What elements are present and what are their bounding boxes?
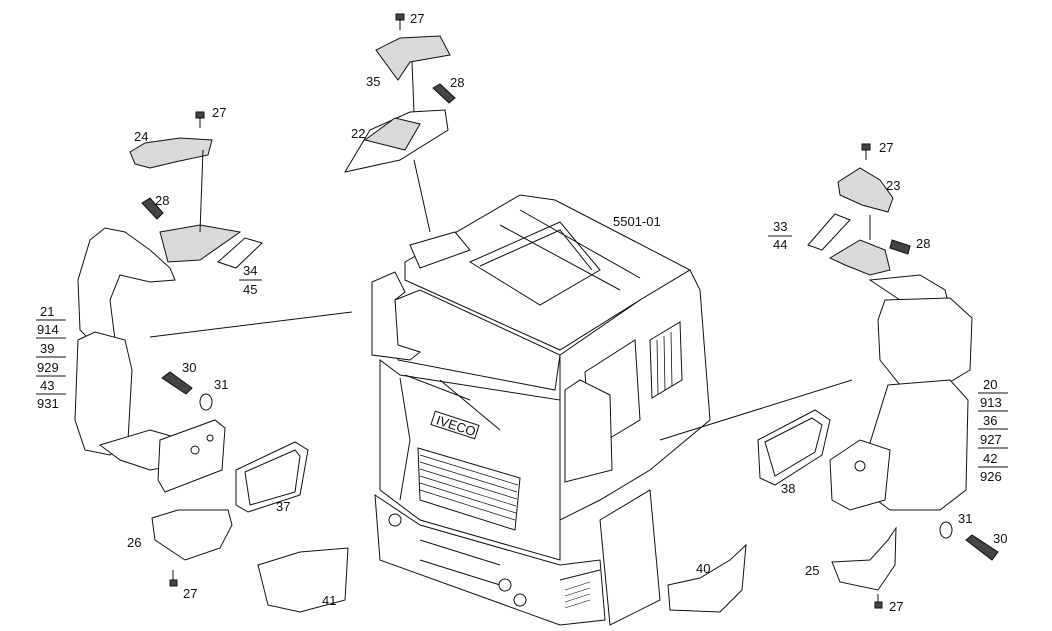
callout-28: 28 (916, 236, 930, 251)
callout-37: 37 (276, 499, 290, 514)
callout-931: 931 (37, 396, 59, 411)
part-30-bolt-right (965, 534, 999, 561)
part-31-washer-left (199, 393, 213, 411)
callout-27: 27 (183, 586, 197, 601)
callout-25: 25 (805, 563, 819, 578)
part-41-cover (257, 547, 349, 613)
callout-44: 44 (773, 237, 787, 252)
callout-30: 30 (182, 360, 196, 375)
part-37-gasket (235, 441, 309, 513)
callout-43: 43 (40, 378, 54, 393)
callout-31: 31 (214, 377, 228, 392)
callout-31: 31 (958, 511, 972, 526)
part-33-44-gasket (807, 213, 851, 251)
callout-27: 27 (212, 105, 226, 120)
callout-927: 927 (980, 432, 1002, 447)
callout-24: 24 (134, 129, 148, 144)
right-mirror-assembly (828, 239, 973, 511)
callout-35: 35 (366, 74, 380, 89)
part-34-45-gasket (217, 237, 263, 269)
left-mirror-assembly (74, 224, 242, 471)
part-27-screw-top (395, 13, 405, 30)
callout-926: 926 (980, 469, 1002, 484)
callout-40: 40 (696, 561, 710, 576)
callout-28: 28 (450, 75, 464, 90)
part-24-cover (129, 137, 213, 169)
callout-23: 23 (886, 178, 900, 193)
left-mirror-mount-plate (157, 419, 226, 493)
callout-39: 39 (40, 341, 54, 356)
part-28-screw-left (141, 197, 164, 220)
callout-914: 914 (37, 322, 59, 337)
part-23-cover (837, 167, 894, 213)
part-35-cover (375, 35, 451, 81)
part-27-screw-right-bottom (874, 594, 883, 609)
callout-36: 36 (983, 413, 997, 428)
part-25-cover (831, 526, 897, 591)
part-31-washer-right (939, 521, 953, 539)
drawing-code: 5501-01 (613, 214, 661, 229)
callout-33: 33 (773, 219, 787, 234)
truck-cab: IVECO (371, 194, 711, 626)
callout-30: 30 (993, 531, 1007, 546)
part-28-screw-top (432, 83, 456, 104)
part-40-cover (667, 543, 747, 613)
callout-41: 41 (322, 593, 336, 608)
callout-27: 27 (879, 140, 893, 155)
callout-913: 913 (980, 395, 1002, 410)
callout-26: 26 (127, 535, 141, 550)
callout-42: 42 (983, 451, 997, 466)
callout-20: 20 (983, 377, 997, 392)
callout-21: 21 (40, 304, 54, 319)
callout-45: 45 (243, 282, 257, 297)
callout-28: 28 (155, 193, 169, 208)
callout-27: 27 (889, 599, 903, 614)
callout-34: 34 (243, 263, 257, 278)
part-38-gasket (757, 409, 831, 486)
part-26-cover (151, 509, 233, 561)
part-27-screw-right-top (861, 143, 871, 160)
callout-27: 27 (410, 11, 424, 26)
part-22-bracket (343, 109, 449, 173)
part-28-screw-right (889, 239, 911, 255)
callout-labels: 27 35 28 22 27 24 28 34 45 21 914 39 929… (36, 11, 1008, 614)
callout-22: 22 (351, 126, 365, 141)
callout-929: 929 (37, 360, 59, 375)
callout-38: 38 (781, 481, 795, 496)
part-27-screw-left-bottom (169, 570, 178, 587)
part-30-bolt-left (161, 371, 193, 395)
part-27-screw-left-top (195, 111, 205, 128)
